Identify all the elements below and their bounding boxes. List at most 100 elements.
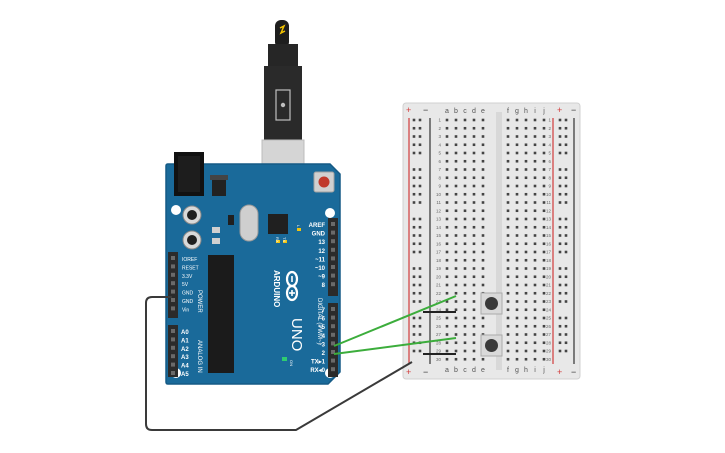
breadboard-hole[interactable] — [445, 258, 449, 262]
pushbutton-1[interactable] — [480, 292, 503, 315]
breadboard-hole[interactable] — [463, 283, 467, 287]
rail-hole[interactable] — [558, 234, 562, 237]
rail-hole[interactable] — [412, 300, 416, 303]
rail-hole[interactable] — [558, 118, 562, 122]
breadboard-hole[interactable] — [472, 283, 476, 287]
breadboard-hole[interactable] — [542, 275, 546, 279]
breadboard-hole[interactable] — [463, 242, 467, 246]
rail-hole[interactable] — [412, 184, 416, 188]
breadboard-hole[interactable] — [454, 225, 458, 229]
breadboard-hole[interactable] — [533, 135, 537, 138]
breadboard-hole[interactable] — [533, 341, 537, 345]
breadboard-hole[interactable] — [515, 192, 519, 196]
breadboard-hole[interactable] — [533, 143, 537, 147]
breadboard-hole[interactable] — [524, 234, 528, 237]
breadboard-hole[interactable] — [524, 308, 528, 312]
rail-hole[interactable] — [564, 333, 568, 336]
breadboard-hole[interactable] — [472, 291, 476, 295]
rail-hole[interactable] — [418, 118, 422, 122]
breadboard-hole[interactable] — [463, 275, 467, 279]
breadboard-hole[interactable] — [445, 275, 449, 279]
breadboard-hole[interactable] — [454, 324, 458, 328]
breadboard-hole[interactable] — [533, 250, 537, 254]
breadboard-hole[interactable] — [481, 225, 485, 229]
breadboard-hole[interactable] — [524, 275, 528, 279]
breadboard-hole[interactable] — [542, 135, 546, 138]
breadboard-hole[interactable] — [542, 349, 546, 353]
breadboard-hole[interactable] — [542, 184, 546, 188]
breadboard-hole[interactable] — [454, 159, 458, 163]
breadboard-hole[interactable] — [515, 250, 519, 254]
breadboard-hole[interactable] — [524, 349, 528, 353]
breadboard-hole[interactable] — [481, 250, 485, 254]
breadboard-hole[interactable] — [515, 275, 519, 279]
breadboard-hole[interactable] — [463, 201, 467, 204]
breadboard-hole[interactable] — [524, 242, 528, 246]
breadboard-hole[interactable] — [481, 168, 485, 171]
rail-hole[interactable] — [412, 234, 416, 237]
breadboard-hole[interactable] — [533, 184, 537, 188]
breadboard-hole[interactable] — [463, 159, 467, 163]
rail-hole[interactable] — [558, 291, 562, 295]
breadboard-hole[interactable] — [463, 308, 467, 312]
breadboard-hole[interactable] — [542, 192, 546, 196]
breadboard-hole[interactable] — [472, 308, 476, 312]
breadboard-hole[interactable] — [481, 267, 485, 270]
rail-hole[interactable] — [564, 324, 568, 328]
breadboard-hole[interactable] — [533, 291, 537, 295]
breadboard-hole[interactable] — [524, 176, 528, 180]
breadboard-hole[interactable] — [445, 300, 449, 303]
rail-hole[interactable] — [412, 176, 416, 180]
header-pin[interactable] — [171, 306, 175, 311]
breadboard-hole[interactable] — [454, 168, 458, 171]
rail-hole[interactable] — [418, 201, 422, 204]
breadboard-hole[interactable] — [481, 316, 485, 320]
breadboard-hole[interactable] — [445, 324, 449, 328]
rail-hole[interactable] — [412, 225, 416, 229]
breadboard-hole[interactable] — [542, 159, 546, 163]
breadboard-hole[interactable] — [542, 143, 546, 147]
header-pin[interactable] — [331, 247, 335, 252]
breadboard-hole[interactable] — [463, 258, 467, 262]
breadboard-hole[interactable] — [454, 126, 458, 130]
breadboard-hole[interactable] — [524, 267, 528, 270]
breadboard-hole[interactable] — [481, 234, 485, 237]
breadboard-hole[interactable] — [542, 300, 546, 303]
rail-hole[interactable] — [412, 168, 416, 171]
breadboard-hole[interactable] — [472, 357, 476, 361]
breadboard-hole[interactable] — [463, 135, 467, 138]
rail-hole[interactable] — [564, 168, 568, 171]
breadboard-hole[interactable] — [515, 126, 519, 130]
breadboard-hole[interactable] — [445, 176, 449, 180]
breadboard-hole[interactable] — [472, 324, 476, 328]
breadboard-hole[interactable] — [454, 118, 458, 122]
breadboard-hole[interactable] — [515, 300, 519, 303]
breadboard-hole[interactable] — [506, 126, 510, 130]
breadboard-hole[interactable] — [515, 316, 519, 320]
breadboard-hole[interactable] — [445, 184, 449, 188]
header-pin[interactable] — [171, 371, 175, 375]
breadboard-hole[interactable] — [533, 209, 537, 213]
breadboard-hole[interactable] — [515, 151, 519, 155]
breadboard-hole[interactable] — [533, 324, 537, 328]
breadboard-hole[interactable] — [533, 283, 537, 287]
breadboard-hole[interactable] — [542, 333, 546, 336]
breadboard-hole[interactable] — [454, 151, 458, 155]
breadboard-hole[interactable] — [463, 324, 467, 328]
breadboard-hole[interactable] — [506, 209, 510, 213]
header-pin[interactable] — [331, 256, 335, 261]
breadboard-hole[interactable] — [454, 201, 458, 204]
breadboard-hole[interactable] — [524, 159, 528, 163]
header-pin[interactable] — [171, 362, 175, 367]
breadboard-hole[interactable] — [542, 234, 546, 237]
breadboard-hole[interactable] — [524, 126, 528, 130]
breadboard-hole[interactable] — [481, 283, 485, 287]
breadboard-hole[interactable] — [472, 341, 476, 345]
breadboard-hole[interactable] — [533, 357, 537, 361]
rail-hole[interactable] — [558, 300, 562, 303]
header-pin[interactable] — [171, 345, 175, 350]
rail-hole[interactable] — [564, 234, 568, 237]
rail-hole[interactable] — [564, 341, 568, 345]
breadboard-hole[interactable] — [454, 242, 458, 246]
breadboard-hole[interactable] — [454, 316, 458, 320]
